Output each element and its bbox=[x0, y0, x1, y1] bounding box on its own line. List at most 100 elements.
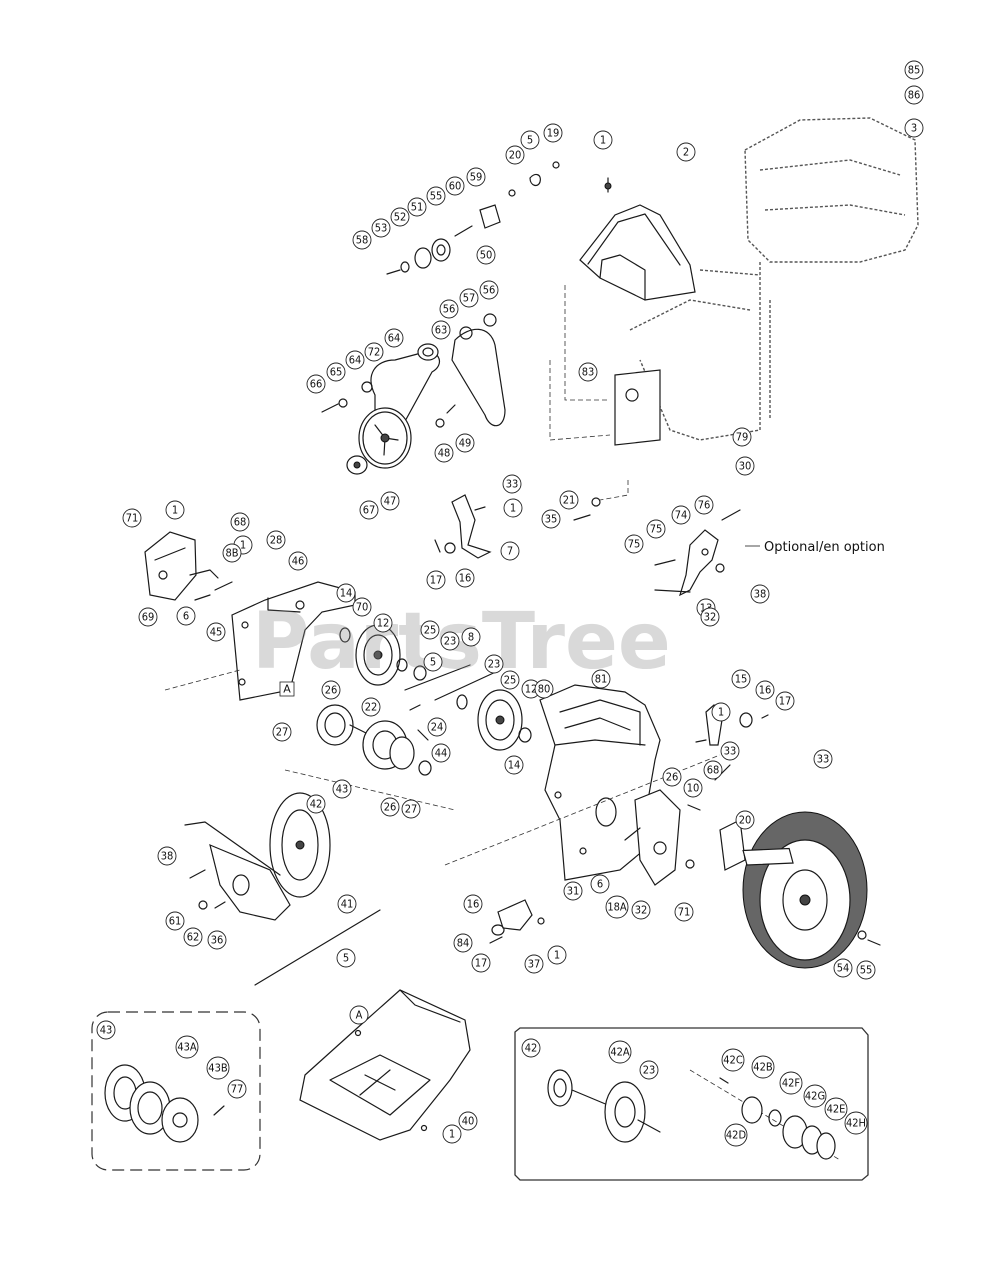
callout-c1e: 1 bbox=[711, 702, 731, 722]
callout-label: 14 bbox=[340, 587, 353, 600]
bracket-7-part bbox=[434, 480, 629, 559]
callout-c16b: 16 bbox=[755, 680, 775, 700]
callout-label: 56 bbox=[443, 303, 456, 316]
auger-pulley-part bbox=[184, 792, 381, 986]
callout-label: 55 bbox=[860, 964, 873, 977]
callout-label: 19 bbox=[547, 127, 560, 140]
callout-c5c: 5 bbox=[336, 948, 356, 968]
callout-label: 16 bbox=[459, 572, 472, 585]
callout-c57: 57 bbox=[459, 288, 479, 308]
callout-c27a: 27 bbox=[272, 722, 292, 742]
engine-plate-part bbox=[549, 285, 661, 446]
callout-c53: 53 bbox=[371, 218, 391, 238]
callout-label: 76 bbox=[698, 499, 711, 512]
callout-label: 49 bbox=[459, 437, 472, 450]
callout-c74: 74 bbox=[671, 505, 691, 525]
engine-outline bbox=[629, 117, 919, 441]
callout-label: 42H bbox=[846, 1117, 866, 1130]
callout-label: 16 bbox=[759, 684, 772, 697]
callout-c2: 2 bbox=[676, 142, 696, 162]
callout-c69: 69 bbox=[138, 607, 158, 627]
callout-label: 84 bbox=[457, 937, 470, 950]
callout-c25a: 25 bbox=[420, 620, 440, 640]
callout-c64a: 64 bbox=[384, 328, 404, 348]
callout-label: 14 bbox=[508, 759, 521, 772]
callout-c8b: 8B bbox=[222, 543, 242, 563]
callout-label: 38 bbox=[161, 850, 174, 863]
callout-label: 6 bbox=[597, 878, 603, 891]
callout-label: 75 bbox=[628, 538, 641, 551]
callout-c42A: 42A bbox=[608, 1040, 632, 1064]
auger-drive-cluster bbox=[316, 704, 432, 776]
auger-centerline bbox=[284, 769, 456, 811]
callout-label: 59 bbox=[470, 171, 483, 184]
callout-label: 68 bbox=[234, 516, 247, 529]
callout-c17c: 17 bbox=[471, 953, 491, 973]
callout-c8: 8 bbox=[461, 627, 481, 647]
callout-label: 43B bbox=[208, 1062, 228, 1075]
callout-c16a: 16 bbox=[455, 568, 475, 588]
callout-label: 47 bbox=[384, 495, 397, 508]
callout-c32a: 32 bbox=[700, 607, 720, 627]
callout-c26c: 26 bbox=[662, 767, 682, 787]
callout-c60: 60 bbox=[445, 176, 465, 196]
callout-label: 1 bbox=[172, 504, 178, 517]
callout-label: 33 bbox=[817, 753, 830, 766]
callout-label: 15 bbox=[735, 673, 748, 686]
callout-label: 42E bbox=[827, 1103, 846, 1116]
callout-c3: 3 bbox=[904, 118, 924, 138]
callout-c72: 72 bbox=[364, 342, 384, 362]
callout-c70: 70 bbox=[352, 597, 372, 617]
main-frame-part bbox=[539, 684, 681, 886]
callout-c79: 79 bbox=[732, 427, 752, 447]
callout-label: 51 bbox=[411, 201, 424, 214]
callout-c86: 86 bbox=[904, 85, 924, 105]
callout-label: 54 bbox=[837, 962, 850, 975]
callout-label: 42A bbox=[610, 1046, 630, 1059]
callout-c77: 77 bbox=[227, 1079, 247, 1099]
callout-c30: 30 bbox=[735, 456, 755, 476]
callout-label: 69 bbox=[142, 611, 155, 624]
callout-label: 70 bbox=[356, 601, 369, 614]
callout-label: 26 bbox=[325, 684, 338, 697]
callout-label: 38 bbox=[754, 588, 767, 601]
callout-c21: 21 bbox=[559, 490, 579, 510]
callout-c24: 24 bbox=[427, 717, 447, 737]
callout-c25b: 25 bbox=[500, 670, 520, 690]
callout-c12b: 12 bbox=[521, 679, 541, 699]
callout-c71b: 71 bbox=[674, 902, 694, 922]
callout-c28: 28 bbox=[266, 530, 286, 550]
callout-label: 1 bbox=[600, 134, 606, 147]
callout-c42F: 42F bbox=[779, 1071, 803, 1095]
callout-c6a: 6 bbox=[176, 606, 196, 626]
callout-c22: 22 bbox=[361, 697, 381, 717]
callout-label: 21 bbox=[563, 494, 576, 507]
callout-c43a: 43 bbox=[332, 779, 352, 799]
callout-label: 48 bbox=[438, 447, 451, 460]
callout-c5a: 5 bbox=[520, 130, 540, 150]
callout-label: 27 bbox=[276, 726, 289, 739]
callout-label: 55 bbox=[430, 190, 443, 203]
callout-c42G: 42G bbox=[803, 1084, 827, 1108]
callout-label: 46 bbox=[292, 555, 305, 568]
callout-label: 42G bbox=[805, 1090, 825, 1103]
callout-label: 1 bbox=[510, 502, 516, 515]
callout-c85: 85 bbox=[904, 60, 924, 80]
callout-label: 5 bbox=[430, 656, 436, 669]
callout-label: 27 bbox=[405, 803, 418, 816]
callout-label: 44 bbox=[435, 747, 448, 760]
callout-c68b: 68 bbox=[703, 760, 723, 780]
callout-c76: 76 bbox=[694, 495, 714, 515]
callout-label: 32 bbox=[704, 611, 717, 624]
callout-c33c: 33 bbox=[813, 749, 833, 769]
callout-label: 35 bbox=[545, 513, 558, 526]
callout-c75a: 75 bbox=[646, 519, 666, 539]
callout-c41: 41 bbox=[337, 894, 357, 914]
callout-c10: 10 bbox=[683, 778, 703, 798]
callout-c62: 62 bbox=[183, 927, 203, 947]
callout-label: 43 bbox=[336, 783, 349, 796]
callout-label: 60 bbox=[449, 180, 462, 193]
callout-c20b: 20 bbox=[735, 810, 755, 830]
callout-label: 83 bbox=[582, 366, 595, 379]
callout-label: 8B bbox=[225, 547, 238, 560]
